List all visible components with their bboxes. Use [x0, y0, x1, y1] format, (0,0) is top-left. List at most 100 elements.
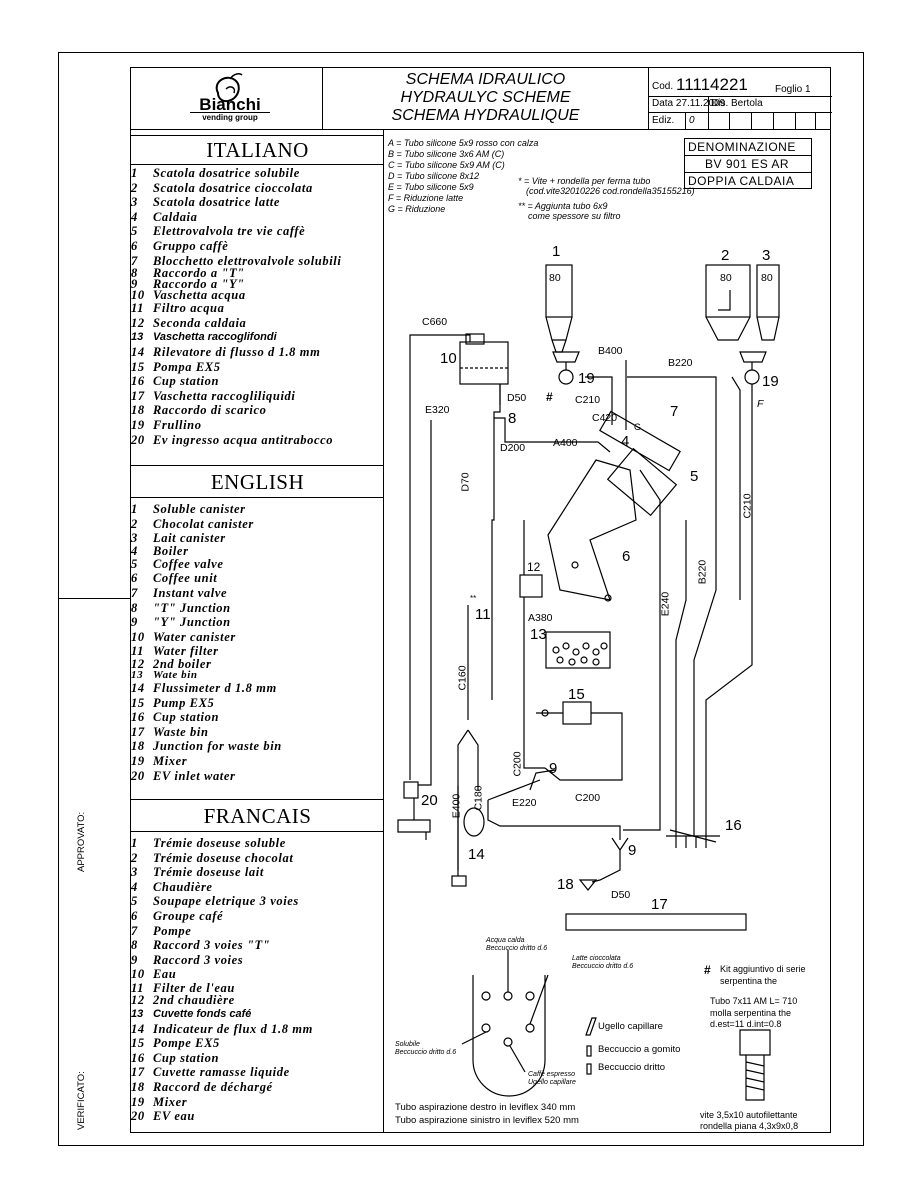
tube-label-d70: D70 — [459, 472, 472, 492]
english-title: ENGLISH — [210, 470, 305, 494]
title-line-3: SCHEMA HYDRAULIQUE — [391, 107, 580, 124]
component-label-8: 8 — [508, 410, 517, 427]
hash-marker: # — [546, 390, 553, 404]
tube-label-c200a: C200 — [511, 751, 524, 777]
legend-column — [383, 130, 384, 1133]
coffee-group-icon — [547, 410, 681, 602]
tube-label-e240: E240 — [659, 591, 672, 617]
water-tank-icon — [459, 333, 509, 385]
kit-line-6: vite 3,5x10 autofilettante — [700, 1110, 798, 1120]
italiano-title: ITALIANO — [206, 138, 309, 162]
component-label-19b: 19 — [762, 373, 779, 390]
component-label-2: 2 — [721, 247, 730, 264]
sheet-border — [58, 52, 864, 1146]
tube-label-c160: C160 — [456, 665, 469, 691]
suction-tube-left: Tubo aspirazione sinistro in leviflex 52… — [395, 1115, 579, 1126]
spring-kit-icon — [739, 1029, 771, 1101]
tube-label-a380: A380 — [528, 612, 553, 624]
titleblock: Cod. 11114221 Foglio 1 Data 27.11.2009 D… — [648, 67, 832, 130]
denominazione-box: DENOMINAZIONE BV 901 ES AR DOPPIA CALDAI… — [684, 138, 812, 189]
component-label-18: 18 — [557, 876, 574, 893]
tube-label-c180: C180 — [472, 785, 485, 811]
tube-label-e320: E320 — [425, 404, 450, 416]
component-label-20: 20 — [421, 792, 438, 809]
double-asterisk: ** — [470, 594, 477, 603]
canister-2-icon — [705, 264, 751, 341]
side-divider — [58, 598, 130, 599]
component-label-1: 1 — [552, 243, 561, 260]
component-label-12: 12 — [527, 560, 541, 574]
title-line-1: SCHEMA IDRAULICO — [405, 71, 566, 88]
kit-line-4: molla serpentina the — [710, 1008, 792, 1018]
cup-station-icon — [666, 829, 720, 848]
component-label-11: 11 — [475, 606, 491, 623]
list-item: 8"T" Junction — [131, 600, 231, 615]
dis-label: Dis. Bertola — [711, 98, 763, 109]
component-label-17: 17 — [651, 896, 668, 913]
capillary-icon — [585, 1017, 597, 1036]
note-screw: * = Vite + rondella per ferma tubo (cod.… — [518, 176, 695, 196]
mixer-19a-icon — [552, 351, 580, 385]
tap-icon — [397, 781, 431, 840]
component-label-5: 5 — [690, 468, 699, 485]
tube-label-c660: C660 — [422, 316, 448, 328]
tube-legend: A = Tubo silicone 5x9 rosso con calza B … — [388, 138, 539, 214]
mixer-19b-icon — [739, 351, 767, 410]
tube-label-e400: E400 — [450, 793, 463, 819]
data-label: Data 27.11.2009 — [652, 98, 726, 109]
title-line-2: HYDRAULYC SCHEME — [400, 89, 571, 106]
cod-label: Cod. — [652, 81, 674, 92]
component-label-14: 14 — [468, 846, 485, 863]
component-label-10: 10 — [440, 350, 457, 367]
tube-label-d50b: D50 — [611, 889, 631, 901]
francais-title: FRANCAIS — [203, 804, 312, 828]
elbow-nozzle-icon — [586, 1045, 592, 1057]
header-row — [130, 67, 831, 130]
logo-subtext: vending group — [202, 113, 258, 122]
logo-box: Bianchi vending group — [130, 67, 323, 130]
gauge-label-3: 80 — [761, 272, 773, 284]
kit-line-5: d.est=11 d.int=0.8 — [710, 1019, 782, 1029]
component-label-7: 7 — [670, 403, 679, 420]
tube-label-b220a: B220 — [668, 357, 693, 369]
tube-label-c420: C420 — [592, 412, 618, 424]
key-capillary: Ugello capillare — [598, 1021, 663, 1032]
gauge-label-2: 80 — [720, 272, 732, 284]
list-item: 9"Y" Junction — [131, 615, 231, 630]
